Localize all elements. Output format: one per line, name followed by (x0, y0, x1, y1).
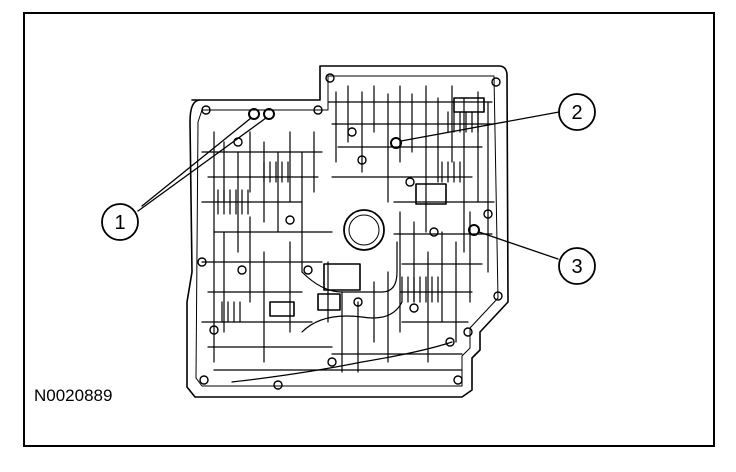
bolt-holes (197, 73, 503, 390)
check-ball-2 (390, 137, 402, 149)
callout-2-circle (558, 93, 596, 131)
fluid-passages (201, 85, 495, 383)
figure-frame: 1 2 3 (23, 12, 715, 447)
leader-lines (137, 111, 560, 260)
central-bore (343, 209, 385, 251)
callout-1-label: 1 (114, 212, 125, 234)
figure-id-label: N0020889 (34, 386, 113, 405)
valve-body-diagram: 1 2 3 (101, 65, 596, 398)
check-ball-1b (263, 108, 275, 120)
callout-3-circle (558, 247, 596, 285)
callout-3-label: 3 (571, 256, 582, 278)
check-ball-1a (248, 108, 260, 120)
check-ball-3 (468, 224, 480, 236)
separator-plate-outline (186, 65, 509, 398)
callout-1-circle (101, 203, 139, 241)
callout-2-label: 2 (571, 102, 582, 124)
